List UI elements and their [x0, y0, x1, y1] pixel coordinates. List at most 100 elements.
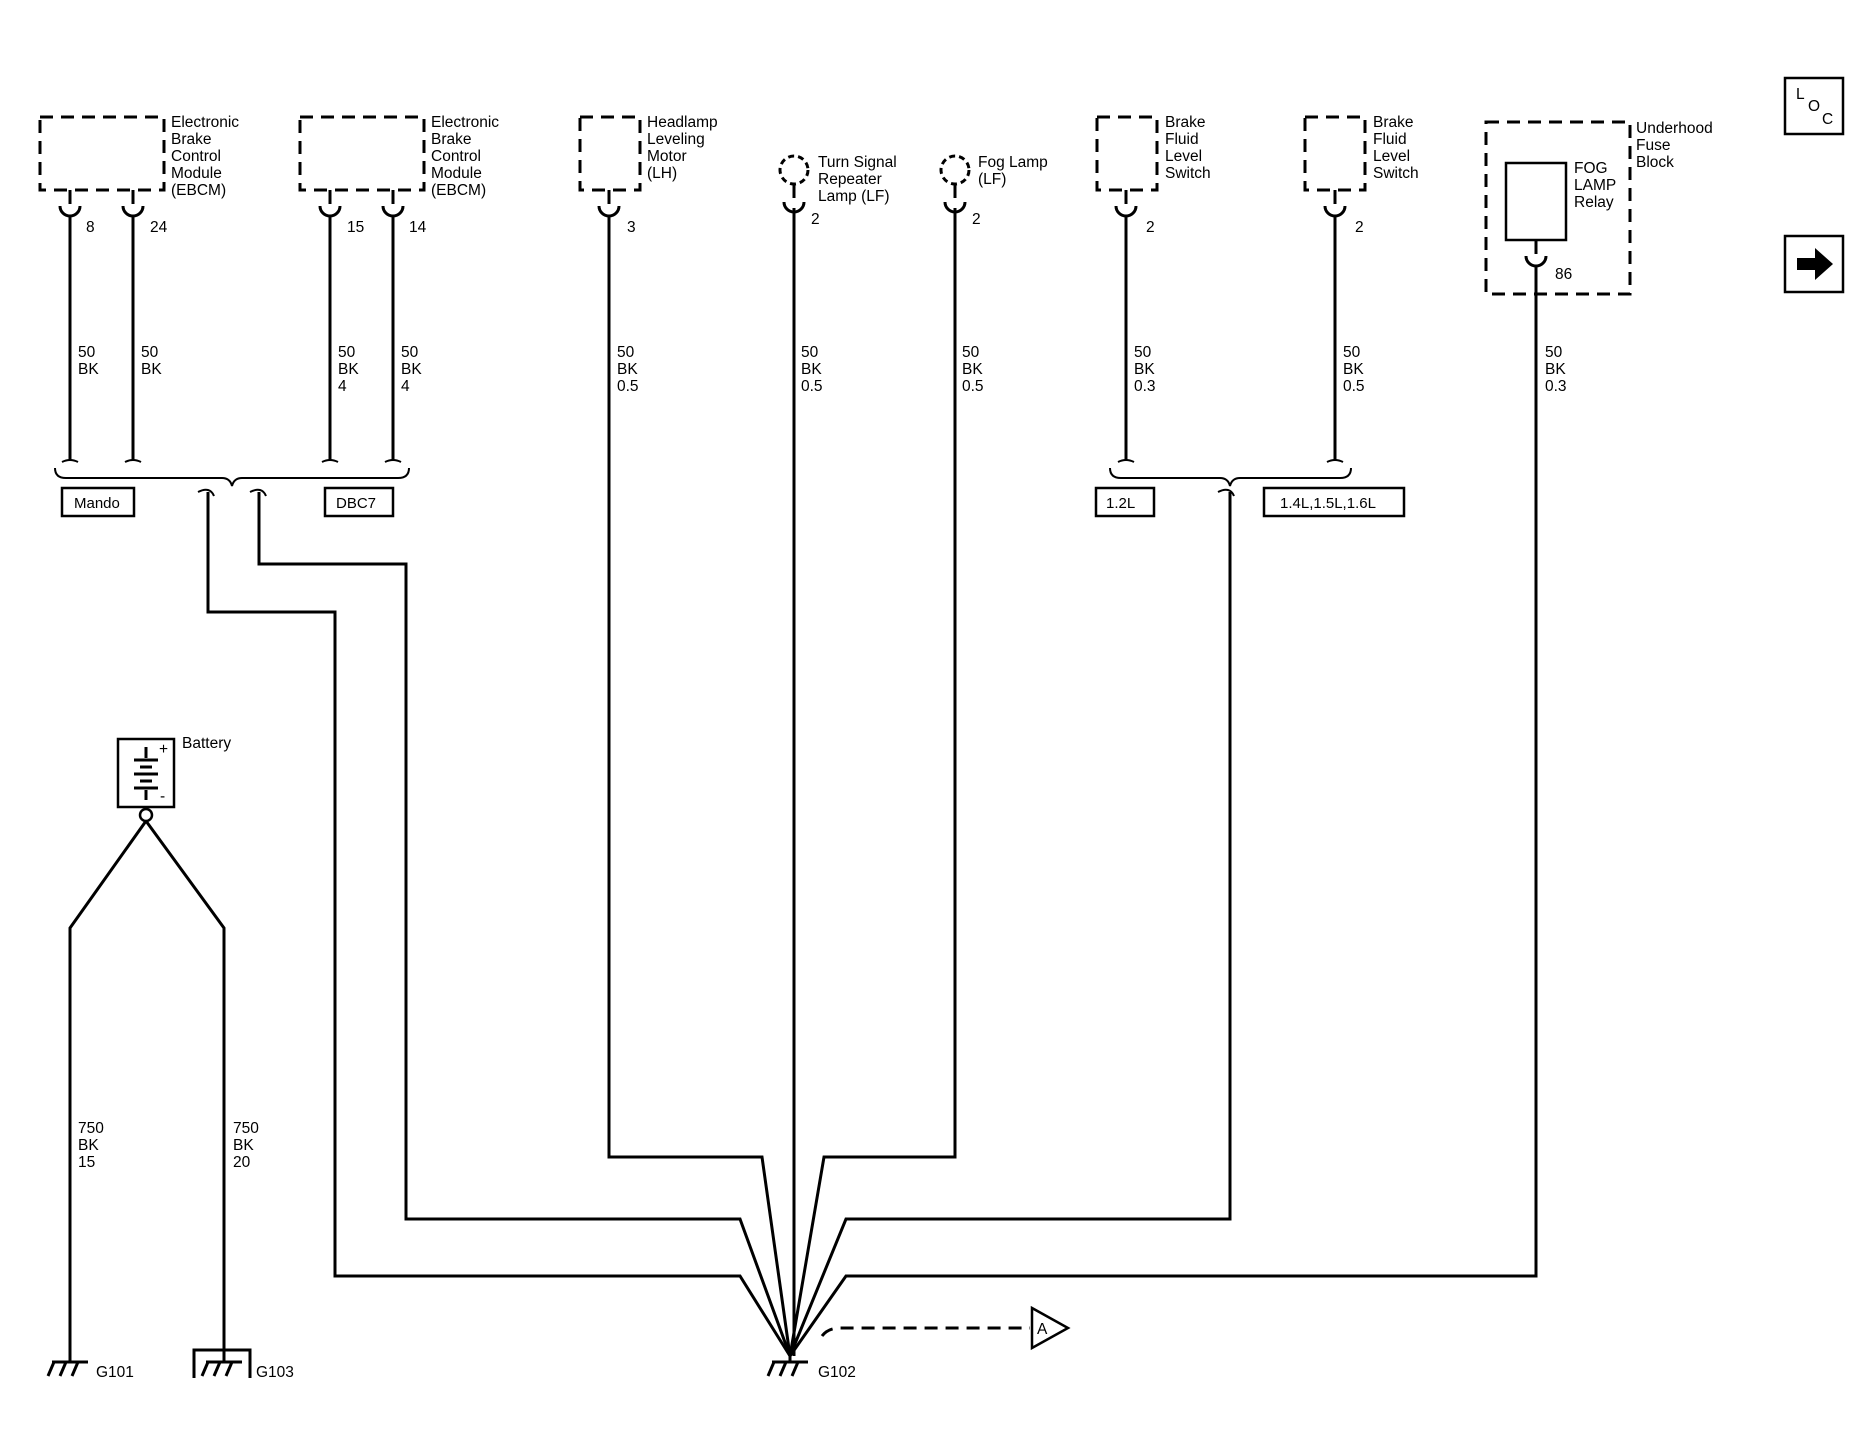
- fog-lamp-relay-label-line-3: Relay: [1574, 194, 1614, 211]
- wire-spec-headlamp-line-3: 0.5: [617, 378, 639, 395]
- wire-ebcm-dbc7-to-g102: [257, 492, 792, 1357]
- option-engine-multi-label: 1.4L,1.5L,1.6L: [1280, 495, 1376, 512]
- battery: + - Battery: [116, 735, 231, 823]
- ebcm-2-name-line-5: (EBCM): [431, 182, 486, 199]
- wire-spec-battery-g101: 750 BK 15: [78, 1120, 104, 1171]
- underhood-fuse-block: Underhood Fuse Block FOG LAMP Relay 86: [1484, 120, 1713, 296]
- ground-g103-label: G103: [256, 1364, 294, 1381]
- fog-lamp-name-line-1: Fog Lamp: [978, 154, 1048, 171]
- wire-fog-lamp-to-g102: [788, 208, 957, 1357]
- option-engine-1-2l-label: 1.2L: [1106, 495, 1135, 512]
- wire-spec-battery-g103-line-3: 20: [233, 1154, 251, 1171]
- wire-spec-fog-lamp-line-2: BK: [962, 361, 983, 378]
- offpage-reference-a-label: A: [1037, 1321, 1048, 1338]
- option-mando: Mando: [60, 486, 136, 518]
- option-dbc7: DBC7: [323, 486, 395, 518]
- wire-battery-to-g101: [68, 820, 148, 1362]
- fuse-block-pin-86-label: 86: [1555, 266, 1572, 283]
- brake-switch-2-name-line-1: Brake: [1373, 114, 1414, 131]
- wire-spec-battery-g103-line-2: BK: [233, 1137, 254, 1154]
- brake-switch-2-pin-2-connector: [1323, 190, 1347, 218]
- ebcm-1-name-line-1: Electronic: [171, 114, 239, 131]
- arrow-right-icon[interactable]: [1783, 234, 1845, 294]
- fog-lamp-name-line-2: (LF): [978, 171, 1006, 188]
- ebcm-option-bracket: [54, 467, 410, 497]
- wire-spec-brake-switch-1-line-3: 0.3: [1134, 378, 1156, 395]
- battery-plus-sign: +: [159, 741, 168, 758]
- brake-fluid-level-switch-1: Brake Fluid Level Switch 2: [1095, 114, 1211, 236]
- wire-spec-ebcm2-pin14-line-1: 50: [401, 344, 419, 361]
- wire-spec-ebcm2-pin15-line-2: BK: [338, 361, 359, 378]
- turn-signal-pin-2-label: 2: [811, 211, 820, 228]
- loc-letter-l: L: [1796, 86, 1805, 103]
- turn-signal-repeater-lamp: Turn Signal Repeater Lamp (LF) 2: [778, 154, 897, 228]
- ebcm-2-pin-14-label: 14: [409, 219, 427, 236]
- wire-spec-turn-signal-line-3: 0.5: [801, 378, 823, 395]
- ebcm-2-pin-14-connector: [381, 190, 405, 218]
- wire-spec-ebcm1-pin8-line-2: BK: [78, 361, 99, 378]
- wire-spec-ebcm1-pin8: 50 BK: [78, 344, 99, 378]
- brake-switch-1-name-line-2: Fluid: [1165, 131, 1199, 148]
- wire-spec-headlamp-line-2: BK: [617, 361, 638, 378]
- battery-minus-sign: -: [160, 788, 165, 805]
- wire-spec-battery-g101-line-3: 15: [78, 1154, 95, 1171]
- ebcm-2-outline: [298, 115, 426, 192]
- ground-g101: G101: [46, 1360, 134, 1381]
- ebcm-module-1: Electronic Brake Control Module (EBCM) 8…: [38, 114, 239, 236]
- offpage-reference-a[interactable]: A: [820, 1305, 1071, 1351]
- wire-spec-brake-switch-2-line-1: 50: [1343, 344, 1361, 361]
- option-mando-label: Mando: [74, 495, 120, 512]
- wire-ebcm-mando-to-g102: [206, 492, 792, 1357]
- battery-terminal: [138, 807, 154, 823]
- wire-spec-battery-g101-line-2: BK: [78, 1137, 99, 1154]
- headlamp-motor-outline: [578, 115, 642, 192]
- fog-lamp-symbol: [939, 154, 971, 186]
- headlamp-motor-pin-3-label: 3: [627, 219, 636, 236]
- wire-spec-fog-lamp: 50 BK 0.5: [962, 344, 984, 395]
- ground-g102-label: G102: [818, 1364, 856, 1381]
- wire-spec-brake-switch-1: 50 BK 0.3: [1134, 344, 1156, 395]
- wire-spec-brake-switch-2-line-2: BK: [1343, 361, 1364, 378]
- brake-switch-1-name-line-3: Level: [1165, 148, 1202, 165]
- wire-spec-fog-lamp-line-3: 0.5: [962, 378, 984, 395]
- wire-spec-ebcm2-pin14: 50 BK 4: [401, 344, 422, 395]
- ebcm-1-name-line-2: Brake: [171, 131, 212, 148]
- wire-spec-turn-signal: 50 BK 0.5: [801, 344, 823, 395]
- headlamp-motor-name-line-2: Leveling: [647, 131, 705, 148]
- brake-switch-2-name-line-2: Fluid: [1373, 131, 1407, 148]
- wire-spec-ebcm2-pin15-line-1: 50: [338, 344, 356, 361]
- ebcm-2-name-line-4: Module: [431, 165, 482, 182]
- turn-signal-pin-2-connector: [782, 184, 806, 214]
- option-break-ticks: [61, 459, 1344, 463]
- ebcm-1-name-line-4: Module: [171, 165, 222, 182]
- brake-switch-2-pin-2-label: 2: [1355, 219, 1364, 236]
- brake-switch-2-outline: [1303, 115, 1367, 192]
- headlamp-motor-name-line-3: Motor: [647, 148, 687, 165]
- ebcm-1-pin-24-label: 24: [150, 219, 168, 236]
- option-engine-1-2l: 1.2L: [1094, 486, 1156, 518]
- fog-lamp-relay-label-line-2: LAMP: [1574, 177, 1616, 194]
- wire-headlamp-to-g102: [607, 216, 792, 1357]
- brake-switch-1-outline: [1095, 115, 1159, 192]
- battery-name: Battery: [182, 735, 231, 752]
- wire-spec-fog-lamp-line-1: 50: [962, 344, 980, 361]
- brake-switch-1-pin-2-label: 2: [1146, 219, 1155, 236]
- option-engine-multi: 1.4L,1.5L,1.6L: [1262, 486, 1406, 518]
- ebcm-2-name-line-2: Brake: [431, 131, 472, 148]
- brake-fluid-level-switch-2: Brake Fluid Level Switch 2: [1303, 114, 1419, 236]
- fuse-block-name-line-2: Fuse: [1636, 137, 1670, 154]
- wire-spec-ebcm1-pin8-line-1: 50: [78, 344, 96, 361]
- brake-switch-2-name-line-3: Level: [1373, 148, 1410, 165]
- fog-lamp-relay: [1504, 161, 1568, 242]
- brake-switch-1-name-line-1: Brake: [1165, 114, 1206, 131]
- wire-spec-fuse-block-line-1: 50: [1545, 344, 1563, 361]
- fog-lamp-relay-label-line-1: FOG: [1574, 160, 1608, 177]
- turn-signal-name-line-3: Lamp (LF): [818, 188, 890, 205]
- wire-fuse-block-to-g102: [788, 266, 1538, 1357]
- ground-g101-label: G101: [96, 1364, 134, 1381]
- brake-switch-1-name-line-4: Switch: [1165, 165, 1211, 182]
- fog-lamp-pin-2-label: 2: [972, 211, 981, 228]
- wire-spec-headlamp: 50 BK 0.5: [617, 344, 639, 395]
- option-dbc7-label: DBC7: [336, 495, 376, 512]
- loc-icon[interactable]: L O C: [1783, 76, 1845, 136]
